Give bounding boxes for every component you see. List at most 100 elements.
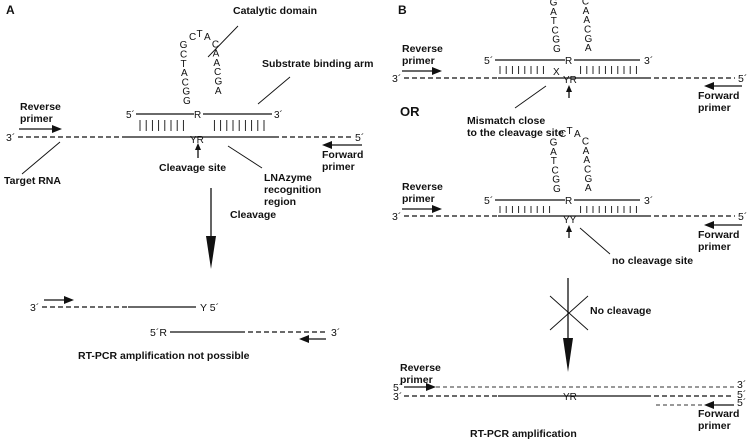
no-cleavage-label: No cleavage bbox=[590, 305, 651, 317]
amp-3-right: 3´ bbox=[737, 379, 746, 391]
cleavage-site-label: Cleavage site bbox=[159, 162, 226, 174]
panel-b-label: B bbox=[398, 3, 407, 17]
reverse-primer-label-b2-2: primer bbox=[402, 193, 435, 205]
loop-nucleotide: G bbox=[585, 174, 593, 185]
forward-primer-label-a: Forward bbox=[322, 149, 363, 161]
reverse-primer-label-b2: Reverse bbox=[402, 181, 443, 193]
result-label-b: RT-PCR amplification bbox=[470, 428, 577, 440]
catalytic-domain-pointer bbox=[207, 25, 239, 58]
product-top-y5-end: Y 5´ bbox=[200, 302, 219, 314]
r-base-b2: R bbox=[565, 196, 572, 207]
loop-nucleotide: C bbox=[559, 129, 566, 140]
loop-nucleotide: T bbox=[180, 59, 186, 70]
loop-nucleotide: G bbox=[552, 35, 560, 46]
loop-nucleotide: A bbox=[181, 68, 188, 79]
yr-bases-a: YR bbox=[190, 135, 204, 146]
target-5-end-b2: 5´ bbox=[738, 211, 747, 223]
lnazyme-5-end-b1: 5´ bbox=[484, 55, 493, 67]
cleavage-big-arrowhead-a bbox=[206, 236, 216, 269]
loop-nucleotide: C bbox=[584, 24, 591, 35]
loop-nucleotide: C bbox=[551, 25, 558, 36]
forward-primer-arrowhead-a bbox=[322, 141, 332, 149]
forward-primer-label-b1-2: primer bbox=[698, 102, 731, 114]
loop-nucleotide: C bbox=[551, 165, 558, 176]
loop-nucleotide: C bbox=[584, 164, 591, 175]
amp-5-right-2: 5´ bbox=[737, 397, 746, 409]
product-top-3-end: 3´ bbox=[30, 302, 39, 314]
yy-bases-b2: YY bbox=[563, 215, 577, 226]
mismatch-label: Mismatch close bbox=[467, 115, 545, 127]
forward-primer-label-a-2: primer bbox=[322, 161, 355, 173]
cleavage-site-arrowhead-b1 bbox=[566, 85, 572, 92]
lnazyme-recognition-label-3: region bbox=[264, 196, 296, 208]
base-pairs-b2 bbox=[499, 206, 637, 213]
loop-nucleotide: T bbox=[567, 126, 573, 137]
loop-nucleotide: A bbox=[583, 6, 590, 17]
loop-nucleotide: A bbox=[213, 49, 220, 60]
loop-nucleotide: A bbox=[585, 43, 592, 54]
no-cleavage-big-arrowhead bbox=[563, 338, 573, 372]
loop-nucleotide: A bbox=[583, 15, 590, 26]
loop-nucleotide: A bbox=[550, 7, 557, 18]
forward-primer-arrowhead-b2 bbox=[704, 221, 714, 229]
loop-nucleotide: G bbox=[550, 0, 558, 9]
loop-nucleotide: G bbox=[553, 184, 561, 195]
product-top-primer-arrowhead bbox=[64, 296, 74, 304]
amp-primer-arrowhead-right bbox=[704, 401, 714, 409]
r-base-a: R bbox=[194, 110, 201, 121]
loop-nucleotide: G bbox=[180, 40, 188, 51]
amp-reverse-primer-label-2: primer bbox=[400, 374, 433, 386]
forward-primer-arrowhead-b1 bbox=[704, 82, 714, 90]
mismatch-pointer bbox=[514, 85, 547, 109]
amp-yr-bases: YR bbox=[563, 392, 577, 403]
forward-primer-label-b1: Forward bbox=[698, 90, 739, 102]
lnazyme-3-end-b2: 3´ bbox=[644, 195, 653, 207]
amp-forward-primer-label-2: primer bbox=[698, 420, 731, 432]
amp-primer-arrowhead-left bbox=[426, 383, 436, 391]
amp-5-left: 5´ bbox=[393, 382, 402, 394]
loop-nucleotide: C bbox=[582, 137, 589, 148]
target-rna-label: Target RNA bbox=[4, 175, 61, 187]
loop-nucleotide: G bbox=[550, 138, 558, 149]
lnazyme-recognition-pointer bbox=[227, 145, 263, 169]
loop-nucleotide: C bbox=[212, 39, 219, 50]
cleavage-site-arrowhead-a bbox=[195, 143, 201, 150]
lnazyme-5-end-b2: 5´ bbox=[484, 195, 493, 207]
loop-nucleotide: C bbox=[582, 0, 589, 8]
reverse-primer-arrowhead-a bbox=[52, 125, 62, 133]
substrate-binding-arm-pointer bbox=[257, 76, 291, 105]
target-3-end-b2: 3´ bbox=[392, 211, 401, 223]
loop-nucleotide: G bbox=[215, 76, 223, 87]
result-label-a: RT-PCR amplification not possible bbox=[78, 350, 250, 362]
forward-primer-label-b2-2: primer bbox=[698, 241, 731, 253]
lnazyme-5-end-a: 5´ bbox=[126, 109, 135, 121]
loop-nucleotide: T bbox=[551, 16, 557, 27]
loop-nucleotide: A bbox=[583, 155, 590, 166]
amp-5-right-1: 5´ bbox=[737, 389, 746, 401]
loop-nucleotide: T bbox=[551, 156, 557, 167]
loop-nucleotide: G bbox=[552, 175, 560, 186]
product-bottom-primer-arrowhead bbox=[299, 335, 309, 343]
loop-nucleotide: G bbox=[585, 34, 593, 45]
lnazyme-3-end-a: 3´ bbox=[274, 109, 283, 121]
amp-reverse-primer-label: Reverse bbox=[400, 362, 441, 374]
base-pairs-b1 bbox=[499, 66, 637, 74]
loop-nucleotide: G bbox=[182, 87, 190, 98]
product-bottom-3-end: 3´ bbox=[331, 327, 340, 339]
target-5-end-b1: 5´ bbox=[738, 73, 747, 85]
or-label: OR bbox=[400, 104, 420, 119]
loop-nucleotide: C bbox=[214, 67, 221, 78]
reverse-primer-label-b1: Reverse bbox=[402, 43, 443, 55]
loop-nucleotide: C bbox=[180, 50, 187, 61]
loop-nucleotide: G bbox=[553, 44, 561, 55]
target-3-end-b1: 3´ bbox=[392, 73, 401, 85]
loop-nucleotide: C bbox=[189, 32, 196, 43]
loop-nucleotide: A bbox=[213, 58, 220, 69]
no-cleavage-site-label: no cleavage site bbox=[612, 255, 693, 267]
reverse-primer-arrowhead-b1 bbox=[432, 67, 442, 75]
no-cleavage-site-pointer bbox=[579, 227, 611, 255]
